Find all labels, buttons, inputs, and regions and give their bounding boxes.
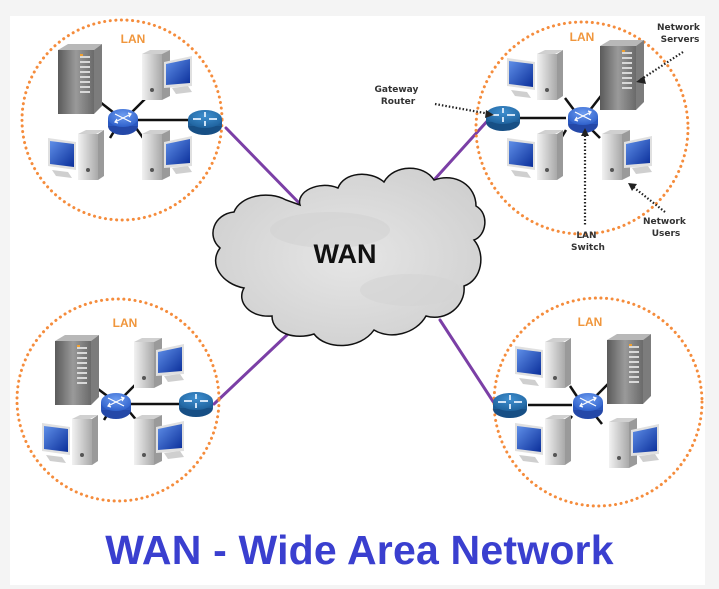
router-icon (179, 392, 213, 417)
wan-link-bottom-left (212, 332, 290, 406)
workstation-icon (507, 50, 563, 100)
page-title: WAN - Wide Area Network (105, 527, 614, 573)
workstation-icon (42, 415, 98, 465)
lan-boundary (474, 20, 690, 236)
switch-icon (567, 106, 599, 134)
lan-top-right: LAN Gateway Router Netwo (375, 20, 703, 253)
workstation-icon (48, 130, 104, 180)
workstation-icon (134, 415, 184, 465)
server-icon (55, 335, 99, 405)
workstation-icon (602, 130, 652, 180)
server-icon (600, 40, 644, 110)
annotation-network-servers: Network Servers (657, 23, 703, 45)
lan-bottom-right: LAN (492, 296, 704, 508)
switch-icon (100, 392, 132, 420)
wan-label: WAN (314, 239, 377, 269)
annotation-gateway-router: Gateway Router (375, 85, 422, 107)
lan-boundary (15, 297, 221, 503)
server-icon (58, 44, 102, 114)
workstation-icon (515, 338, 571, 388)
switch-icon (107, 108, 139, 136)
router-icon (493, 393, 527, 418)
workstation-icon (142, 130, 192, 180)
workstation-icon (515, 415, 571, 465)
annotation-lan-switch: LAN Switch (571, 231, 605, 253)
wan-link-bottom-right (438, 318, 498, 408)
workstation-icon (609, 418, 659, 468)
lan-top-left: LAN (20, 18, 224, 222)
server-icon (607, 334, 651, 404)
lan-label: LAN (121, 32, 146, 46)
lan-bottom-left: LAN (15, 297, 221, 503)
lan-boundary (20, 18, 224, 222)
router-icon (188, 110, 222, 135)
workstation-icon (142, 50, 192, 100)
wan-link-top-right (432, 116, 492, 182)
wan-cloud (212, 167, 486, 347)
lan-label: LAN (578, 315, 603, 329)
switch-icon (572, 392, 604, 420)
router-icon (486, 106, 520, 131)
lan-label: LAN (570, 30, 595, 44)
workstation-icon (507, 130, 563, 180)
workstation-icon (134, 338, 184, 388)
annotation-network-users: Network Users (643, 217, 689, 239)
lan-label: LAN (113, 316, 138, 330)
wan-link-top-left (224, 126, 304, 208)
